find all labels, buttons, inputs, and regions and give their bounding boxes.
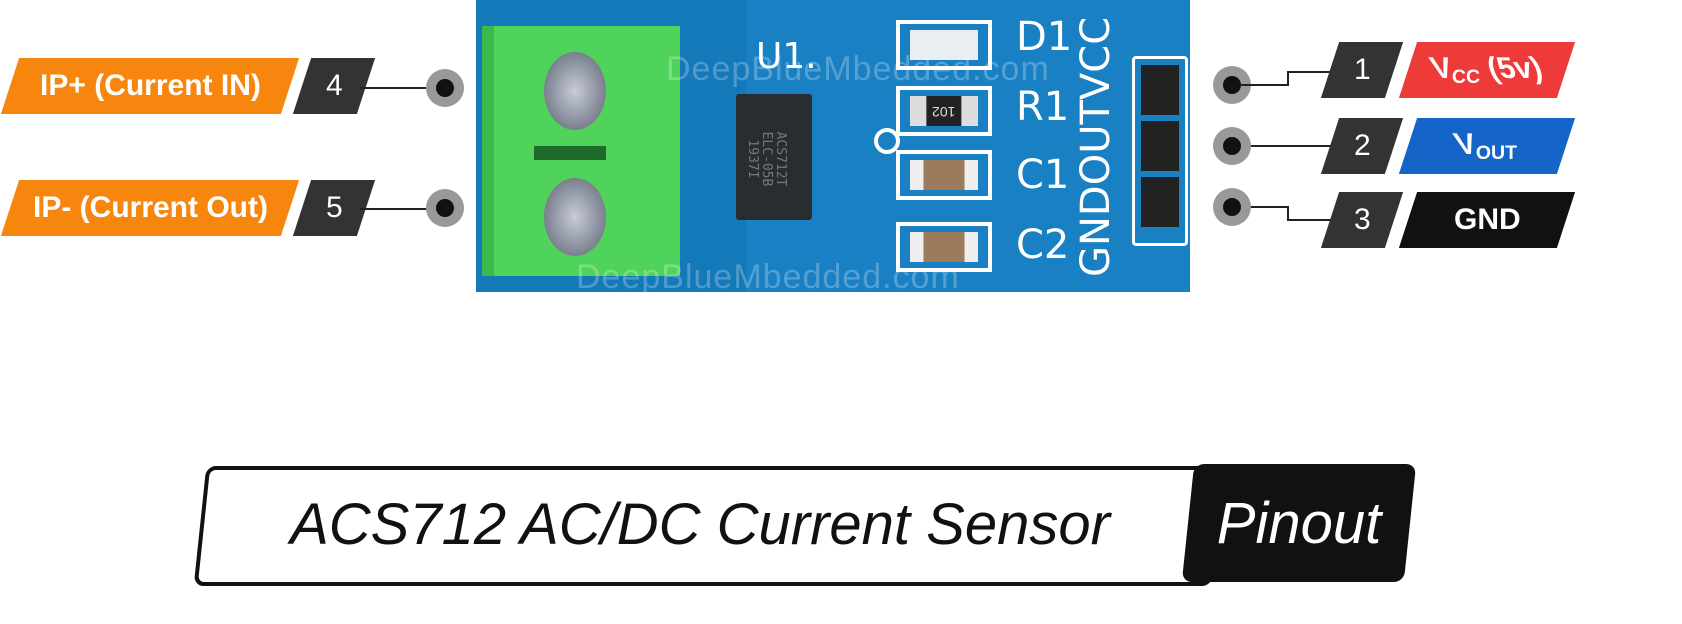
chip-line: 1937I <box>745 139 760 179</box>
pin-label-vcc: VCC (5v) <box>1398 42 1576 98</box>
header-pins <box>1132 56 1188 246</box>
pin-number-1: 1 <box>1320 42 1404 98</box>
via <box>874 128 900 154</box>
resistor-r1: 102 <box>896 86 992 136</box>
capacitor-c2 <box>896 222 992 272</box>
label-r1: R1 <box>1016 84 1070 130</box>
wire-3 <box>1240 206 1340 221</box>
watermark-bottom: DeepBlueMbedded.com <box>576 258 960 296</box>
screw-bottom-icon <box>544 178 606 256</box>
label-c1: C1 <box>1016 152 1070 198</box>
pin-dot-4 <box>426 69 464 107</box>
watermark-top: DeepBlueMbedded.com <box>666 50 1050 88</box>
led-d1 <box>896 20 992 70</box>
pin-label-ip-minus: IP- (Current Out) <box>0 180 300 236</box>
chip-ref: U1. <box>756 36 817 77</box>
pin-dot-2 <box>1213 127 1251 165</box>
screw-terminal <box>482 26 680 276</box>
screw-top-icon <box>544 52 606 130</box>
wire-1 <box>1240 71 1340 86</box>
pin-dot-3 <box>1213 188 1251 226</box>
pin-label-vout: VOUT <box>1398 118 1576 174</box>
label-d1: D1 <box>1016 14 1073 60</box>
label-c2: C2 <box>1016 222 1070 268</box>
chip-line: ELC-05B <box>759 131 774 187</box>
chip-acs712: ACS712T ELC-05B 1937I <box>736 94 812 220</box>
pin-number-4: 4 <box>292 58 376 114</box>
terminal-slot <box>534 146 606 160</box>
pin-label-gnd: GND <box>1398 192 1576 248</box>
chip-line: ACS712T <box>773 131 788 187</box>
pinout-tag: Pinout <box>1216 490 1382 556</box>
resistor-code: 102 <box>926 96 962 126</box>
pin-label-ip-plus: IP+ (Current IN) <box>0 58 300 114</box>
wire-4 <box>360 87 440 89</box>
capacitor-c1 <box>896 150 992 200</box>
sensor-board: U1. ACS712T ELC-05B 1937I 102 D1 R1 C1 C… <box>476 0 1190 296</box>
wire-5 <box>360 208 440 210</box>
diagram-title: ACS712 AC/DC Current Sensor <box>290 491 1110 557</box>
pin-dot-5 <box>426 189 464 227</box>
pin-silk-label: GNDOUTVCC <box>1073 16 1119 277</box>
wires-right <box>1240 71 1340 221</box>
